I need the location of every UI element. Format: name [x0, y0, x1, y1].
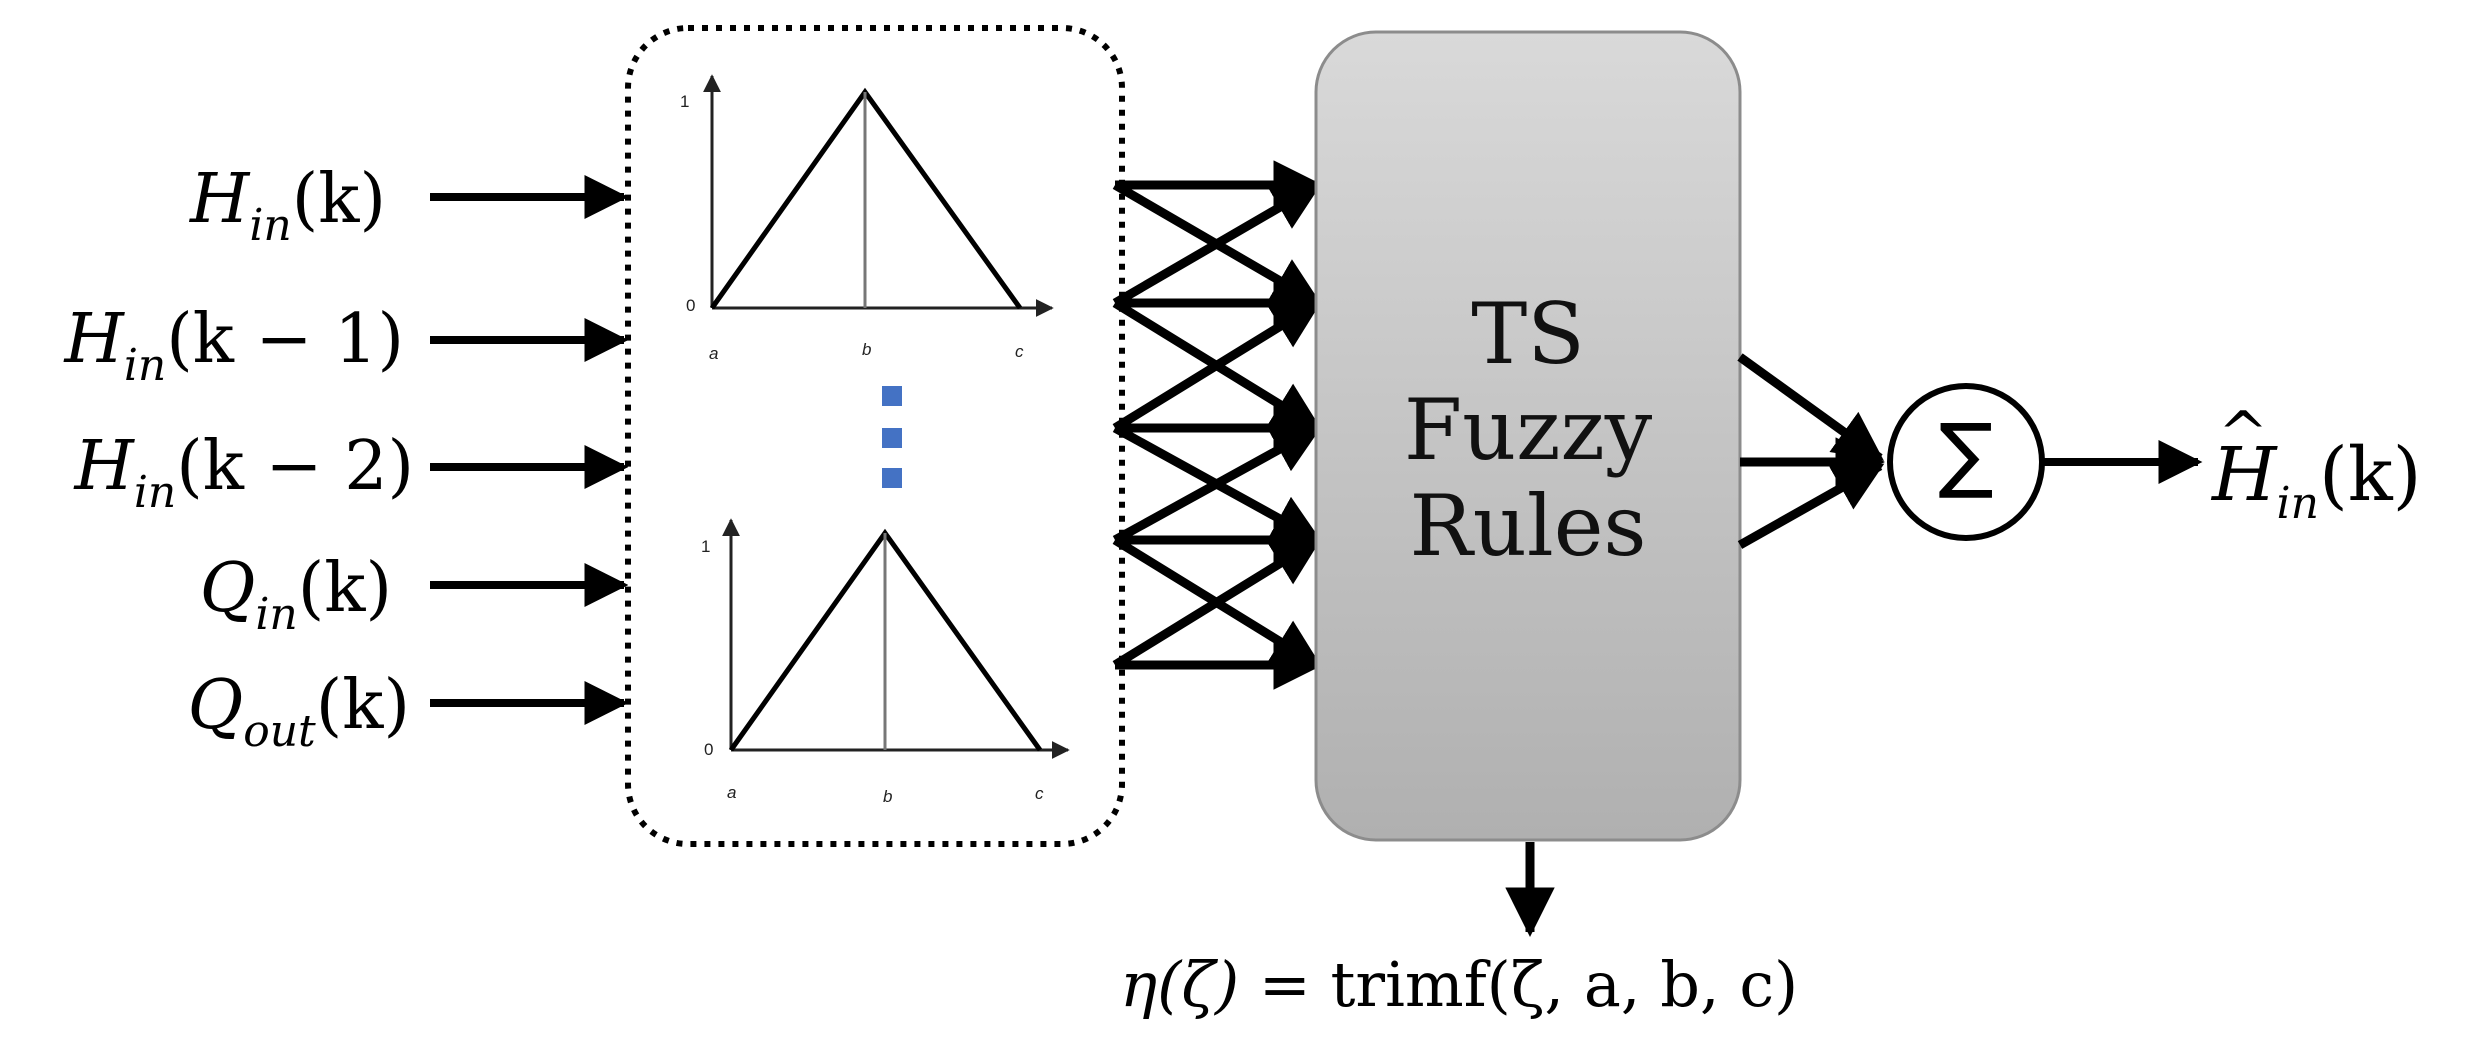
trimf-formula: η(ζ) = trimf(ζ, a, b, c): [1120, 948, 1798, 1021]
rule-block-line-2: Fuzzy: [1403, 381, 1653, 479]
plot2-c-label: c: [1035, 784, 1044, 803]
ts-fuzzy-rules-label: TS Fuzzy Rules: [1316, 286, 1740, 574]
rule-output-1: [1737, 353, 1885, 462]
dot-3: [882, 468, 902, 488]
link-9: [1112, 424, 1323, 544]
plot2-a-label: a: [727, 783, 737, 802]
continuation-dots: [882, 386, 902, 488]
output-hat: ^: [2218, 399, 2269, 469]
plot2-b-label: b: [883, 787, 893, 806]
link-6: [1112, 299, 1323, 432]
summation-symbol: ∑: [1938, 407, 1994, 502]
rule-output-3: [1737, 462, 1885, 549]
ts-fuzzy-rules-block: [1314, 30, 1742, 842]
formula-rhs: trimf(ζ, a, b, c): [1330, 948, 1799, 1021]
plot1-y-top-label: 1: [680, 92, 690, 111]
formula-eq: =: [1239, 948, 1331, 1021]
membership-plot-top: [703, 74, 1054, 317]
input-label-4: Qin(k): [199, 549, 392, 640]
plot2-y-top-label: 1: [701, 537, 711, 556]
input-arrows: [430, 175, 629, 725]
plot1-a-label: a: [709, 344, 719, 363]
input-label-5: Qout(k): [187, 666, 410, 757]
plot1-b-label: b: [862, 340, 872, 359]
formula-lhs: η(ζ): [1120, 948, 1240, 1021]
rule-block-line-1: TS: [1471, 285, 1585, 383]
plot1-y-zero-label: 0: [686, 296, 696, 315]
link-12: [1112, 536, 1323, 669]
rule-outputs: [1737, 353, 1885, 549]
link-3: [1112, 181, 1323, 307]
output-label: H ^ in(k): [2212, 399, 2422, 529]
input-label-2: Hin(k − 1): [64, 300, 404, 391]
input-label-3: Hin(k − 2): [74, 427, 414, 518]
cross-connections: [1112, 160, 1323, 690]
dot-2: [882, 428, 902, 448]
input-label-1: Hin(k): [190, 160, 386, 251]
fuzzification-box: [625, 25, 1125, 847]
plot2-y-zero-label: 0: [704, 740, 714, 759]
dot-1: [882, 386, 902, 406]
rule-block-line-3: Rules: [1409, 477, 1647, 575]
membership-plot-bottom: [722, 518, 1070, 759]
plot1-c-label: c: [1015, 342, 1024, 361]
